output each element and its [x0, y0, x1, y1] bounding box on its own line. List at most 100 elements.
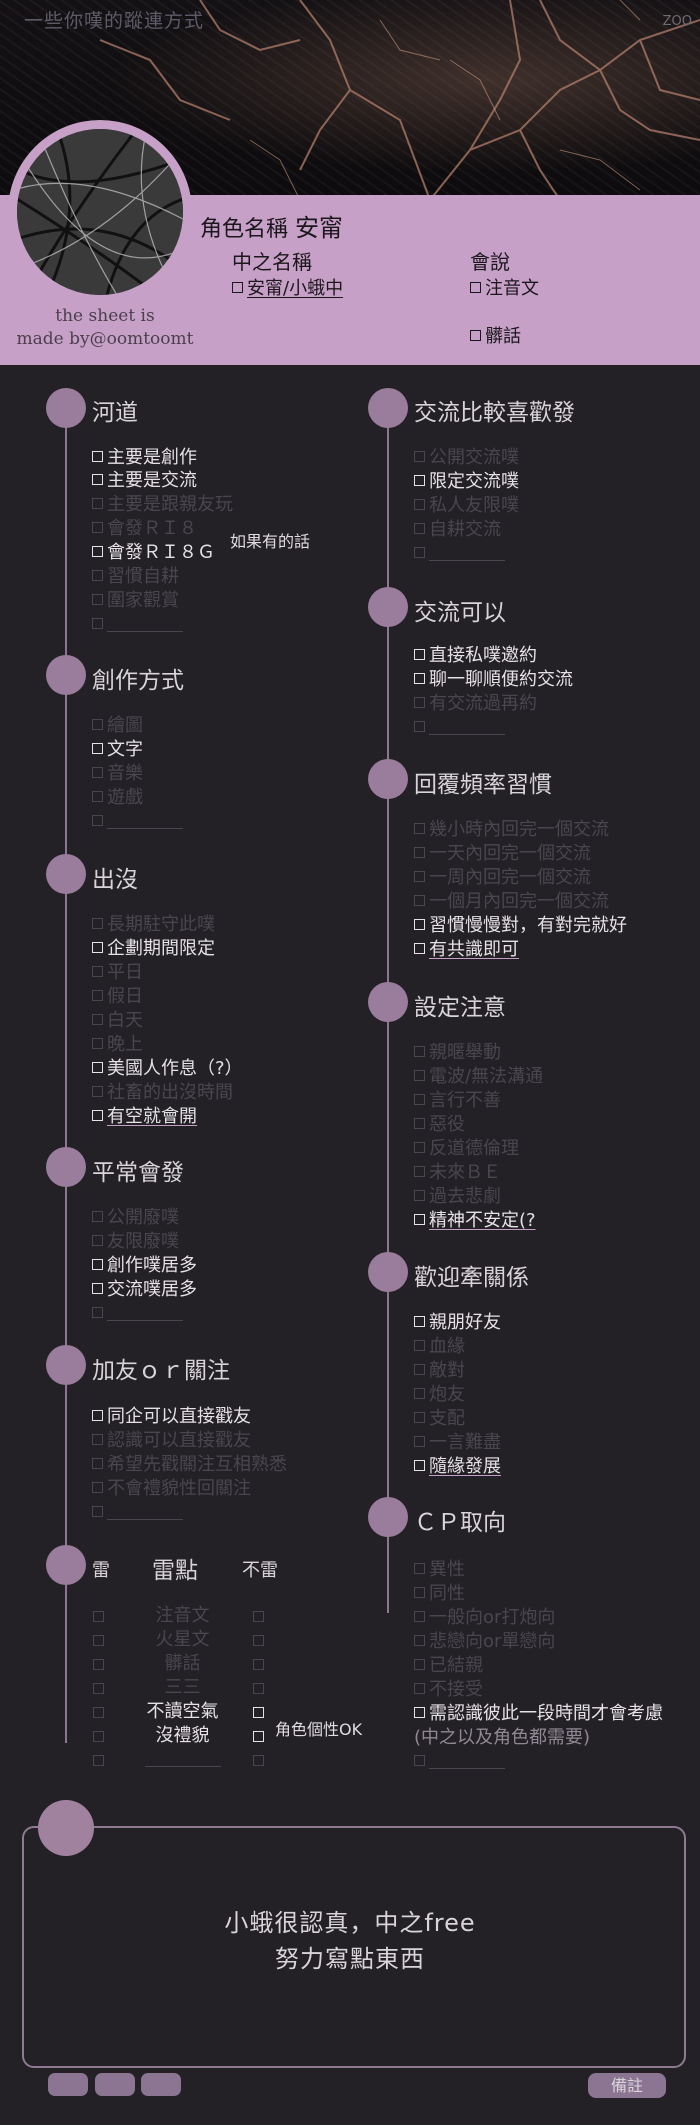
- river-item-blank[interactable]: [92, 614, 183, 636]
- friend-item[interactable]: 不會禮貌性回關注: [92, 1478, 251, 1500]
- reply-item[interactable]: 一個月內回完一個交流: [414, 891, 609, 913]
- welcome-item[interactable]: 敵對: [414, 1360, 465, 1382]
- cp-item[interactable]: 異性: [414, 1559, 465, 1581]
- presence-item[interactable]: 長期駐守此噗: [92, 914, 215, 936]
- river-item[interactable]: 習慣自耕: [92, 566, 179, 588]
- welcome-item[interactable]: 炮友: [414, 1384, 465, 1406]
- cp-item[interactable]: 不接受: [414, 1679, 483, 1701]
- not-lei-checkbox-checked[interactable]: [253, 1707, 264, 1718]
- reply-item[interactable]: 一天內回完一個交流: [414, 843, 591, 865]
- river-item[interactable]: 會發ＲＩ８Ｇ: [92, 542, 215, 564]
- lei-checkbox[interactable]: [93, 1683, 104, 1694]
- canexchange-item[interactable]: 聊一聊順便約交流: [414, 669, 573, 691]
- lei-checkbox[interactable]: [93, 1659, 104, 1670]
- blank-line: [107, 1320, 183, 1321]
- welcome-item[interactable]: 支配: [414, 1408, 465, 1430]
- reply-item[interactable]: 有共識即可: [414, 939, 519, 961]
- river-item[interactable]: 主要是創作: [92, 447, 197, 469]
- pl-name-checkbox[interactable]: [232, 282, 243, 293]
- presence-item[interactable]: 平日: [92, 962, 143, 984]
- lei-checkbox[interactable]: [93, 1707, 104, 1718]
- presence-item[interactable]: 假日: [92, 986, 143, 1008]
- cp-item[interactable]: 需認識彼此一段時間才會考慮: [414, 1703, 663, 1725]
- exchange-item[interactable]: 公開交流噗: [414, 447, 519, 469]
- exchange-item[interactable]: 自耕交流: [414, 519, 501, 541]
- checkbox-checked: [414, 1214, 425, 1225]
- not-lei-checkbox[interactable]: [253, 1611, 264, 1622]
- friend-item[interactable]: 認識可以直接戳友: [92, 1430, 251, 1452]
- not-lei-checkbox[interactable]: [253, 1755, 264, 1766]
- tab-1[interactable]: [48, 2073, 88, 2096]
- not-lei-checkbox-checked[interactable]: [253, 1731, 264, 1742]
- reply-item[interactable]: 習慣慢慢對，有對完就好: [414, 915, 627, 937]
- canexchange-item-blank[interactable]: [414, 717, 505, 739]
- welcome-item[interactable]: 親朋好友: [414, 1312, 501, 1334]
- exchange-item-label: 自耕交流: [429, 519, 501, 540]
- create-item-blank[interactable]: [92, 811, 183, 833]
- presence-item[interactable]: 有空就會開: [92, 1106, 197, 1128]
- river-item[interactable]: 會發ＲＩ８: [92, 518, 197, 540]
- river-item[interactable]: 圍家觀賞: [92, 590, 179, 612]
- presence-item[interactable]: 白天: [92, 1010, 143, 1032]
- reply-item[interactable]: 幾小時內回完一個交流: [414, 819, 609, 841]
- friend-item-blank[interactable]: [92, 1502, 183, 1524]
- presence-item[interactable]: 美國人作息（?）: [92, 1058, 243, 1080]
- attention-item[interactable]: 親暱舉動: [414, 1042, 501, 1064]
- not-lei-checkbox[interactable]: [253, 1635, 264, 1646]
- checkbox: [92, 791, 103, 802]
- lei-checkbox[interactable]: [93, 1635, 104, 1646]
- usual-item-blank[interactable]: [92, 1303, 183, 1325]
- canexchange-item-label: 有交流過再約: [429, 693, 537, 714]
- tab-2[interactable]: [95, 2073, 135, 2096]
- exchange-item[interactable]: 私人友限噗: [414, 495, 519, 517]
- create-item[interactable]: 繪圖: [92, 715, 143, 737]
- exchange-item[interactable]: 限定交流噗: [414, 471, 519, 493]
- river-item[interactable]: 主要是跟親友玩: [92, 494, 233, 516]
- not-lei-checkbox[interactable]: [253, 1659, 264, 1670]
- canexchange-item[interactable]: 有交流過再約: [414, 693, 537, 715]
- create-item[interactable]: 音樂: [92, 763, 143, 785]
- cp-item-blank[interactable]: [414, 1751, 505, 1773]
- create-item-label: 音樂: [107, 763, 143, 784]
- create-item[interactable]: 文字: [92, 739, 143, 761]
- cp-item[interactable]: 一般向or打炮向: [414, 1607, 555, 1629]
- checkbox: [92, 498, 103, 509]
- create-item[interactable]: 遊戲: [92, 787, 143, 809]
- attention-item[interactable]: 反道德倫理: [414, 1138, 519, 1160]
- lei-checkbox[interactable]: [93, 1755, 104, 1766]
- usual-item[interactable]: 友限廢噗: [92, 1231, 179, 1253]
- lang-1-checkbox[interactable]: [470, 282, 481, 293]
- tab-3[interactable]: [141, 2073, 181, 2096]
- canexchange-item[interactable]: 直接私噗邀約: [414, 645, 537, 667]
- attention-item[interactable]: 未來ＢＥ: [414, 1162, 501, 1184]
- create-item-label: 繪圖: [107, 715, 143, 736]
- cp-item[interactable]: 悲戀向or單戀向: [414, 1631, 555, 1653]
- attention-item[interactable]: 電波/無法溝通: [414, 1066, 543, 1088]
- reply-item[interactable]: 一周內回完一個交流: [414, 867, 591, 889]
- presence-item[interactable]: 社畜的出沒時間: [92, 1082, 233, 1104]
- attention-item[interactable]: 精神不安定(?: [414, 1210, 536, 1232]
- presence-item[interactable]: 晚上: [92, 1034, 143, 1056]
- lang-2-checkbox[interactable]: [470, 330, 481, 341]
- attention-item[interactable]: 言行不善: [414, 1090, 501, 1112]
- river-item[interactable]: 主要是交流: [92, 470, 197, 492]
- usual-item[interactable]: 公開廢噗: [92, 1207, 179, 1229]
- welcome-item[interactable]: 血緣: [414, 1336, 465, 1358]
- memo-tab[interactable]: 備註: [588, 2073, 666, 2098]
- welcome-item[interactable]: 一言難盡: [414, 1432, 501, 1454]
- usual-item[interactable]: 創作噗居多: [92, 1255, 197, 1277]
- exchange-item-blank[interactable]: [414, 543, 505, 565]
- attention-item[interactable]: 惡役: [414, 1114, 465, 1136]
- checkbox: [92, 570, 103, 581]
- friend-item[interactable]: 同企可以直接戳友: [92, 1406, 251, 1428]
- cp-item[interactable]: 同性: [414, 1583, 465, 1605]
- lei-checkbox[interactable]: [93, 1611, 104, 1622]
- cp-item[interactable]: 已結親: [414, 1655, 483, 1677]
- presence-item[interactable]: 企劃期間限定: [92, 938, 215, 960]
- friend-item[interactable]: 希望先戳關注互相熟悉: [92, 1454, 287, 1476]
- attention-item[interactable]: 過去悲劇: [414, 1186, 501, 1208]
- lei-checkbox[interactable]: [93, 1731, 104, 1742]
- not-lei-checkbox[interactable]: [253, 1683, 264, 1694]
- usual-item[interactable]: 交流噗居多: [92, 1279, 197, 1301]
- welcome-item[interactable]: 隨緣發展: [414, 1456, 501, 1478]
